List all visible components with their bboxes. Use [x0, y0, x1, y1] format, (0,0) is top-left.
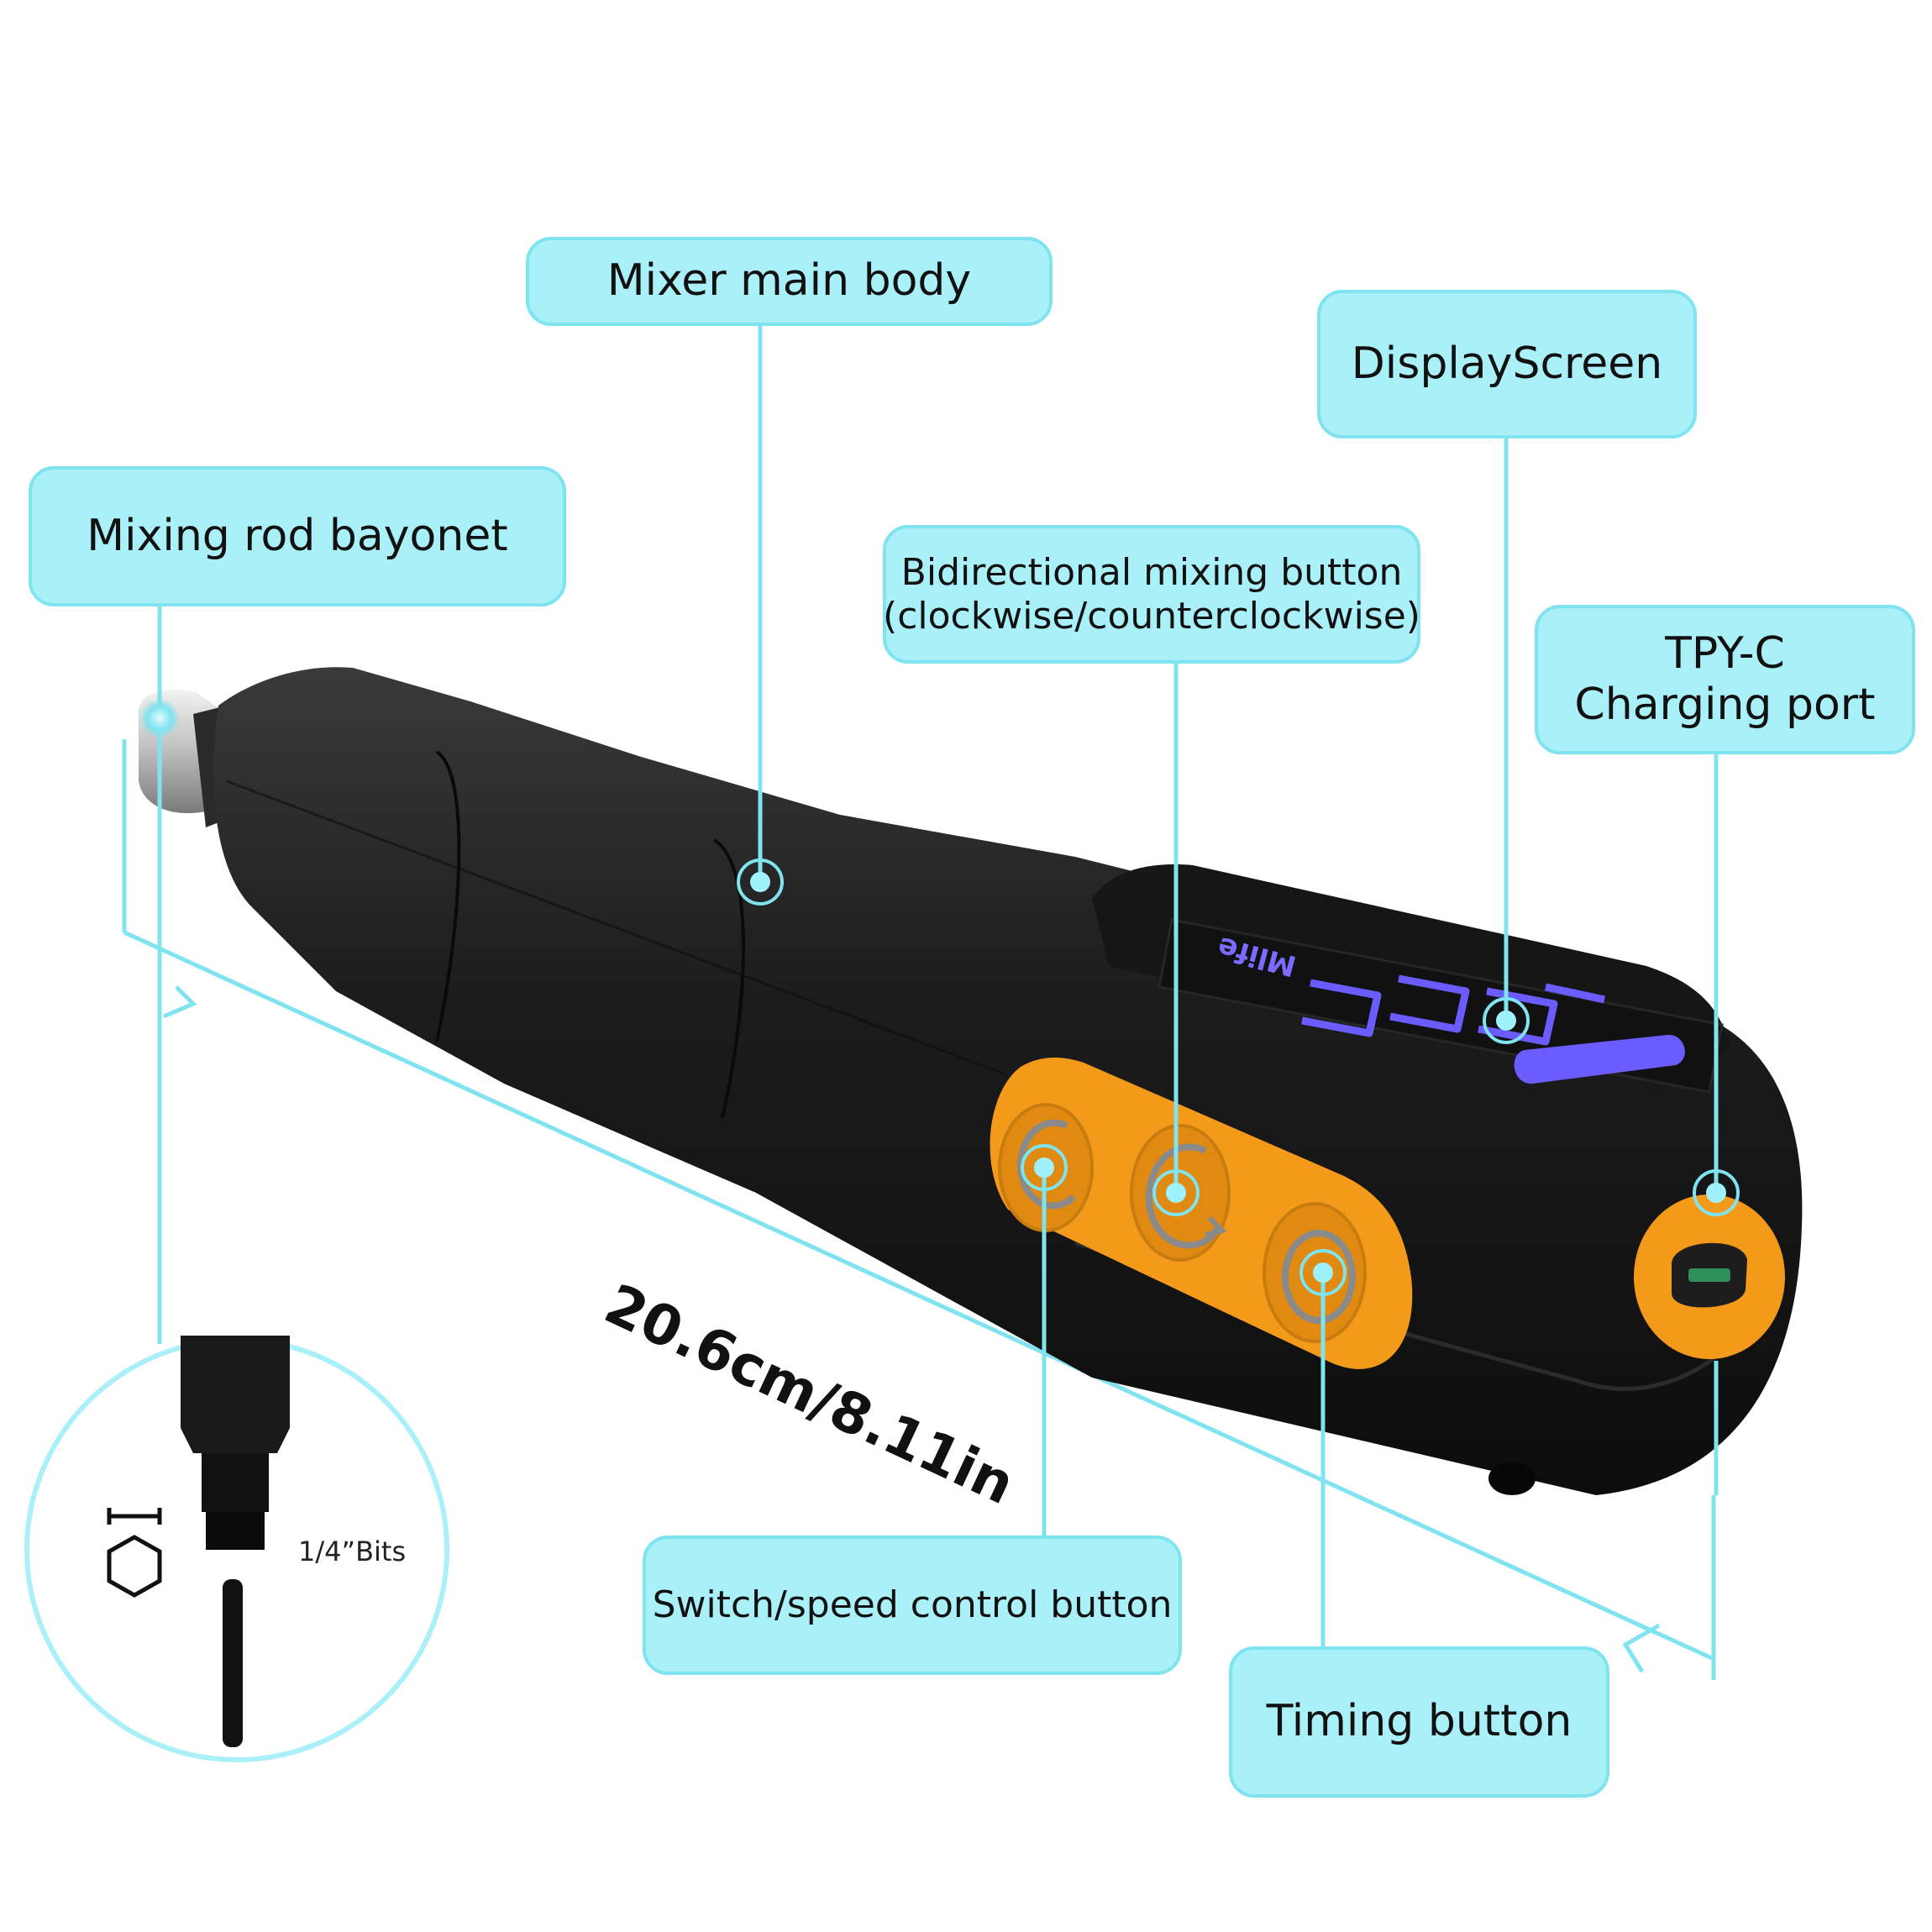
target-dot-switch: [1021, 1144, 1068, 1191]
callout-switch-speed-button: Switch/speed control button: [643, 1536, 1182, 1675]
hex-bit-icon: [107, 1508, 162, 1598]
bits-inset: [24, 1336, 449, 1762]
callout-display-screen-text: DisplayScreen: [1351, 338, 1663, 389]
target-dot-bayonet: [139, 698, 180, 738]
target-dot-main-body: [737, 858, 784, 906]
callout-bidirectional-button-text: Bidirectional mixing button (clockwise/c…: [883, 550, 1420, 638]
callout-mixing-rod-bayonet: Mixing rod bayonet: [29, 466, 566, 606]
target-dot-charging: [1693, 1169, 1740, 1216]
callout-charging-port: TPY-C Charging port: [1535, 605, 1915, 754]
display-screen: Mlife: [1158, 918, 1724, 1094]
target-dot-timing: [1299, 1249, 1347, 1296]
callout-timing-button: Timing button: [1229, 1646, 1609, 1798]
callout-charging-port-text: TPY-C Charging port: [1574, 627, 1876, 730]
bits-label: 1/4”Bits: [298, 1536, 407, 1567]
bayonet-closeup: [181, 1336, 290, 1747]
target-dot-bidirectional: [1152, 1169, 1200, 1216]
dimension-line: [122, 739, 1716, 1680]
callout-mixing-rod-bayonet-text: Mixing rod bayonet: [87, 510, 508, 561]
callout-timing-button-text: Timing button: [1266, 1696, 1572, 1747]
display-digits: [1301, 974, 1605, 1046]
callout-mixer-main-body-text: Mixer main body: [606, 255, 972, 307]
mixer-device: [138, 667, 1803, 1495]
usb-c-port-icon: [1634, 1194, 1785, 1359]
callout-bidirectional-button: Bidirectional mixing button (clockwise/c…: [883, 525, 1420, 664]
callout-display-screen: DisplayScreen: [1317, 290, 1697, 438]
callout-switch-speed-button-text: Switch/speed control button: [652, 1583, 1173, 1627]
callout-mixer-main-body: Mixer main body: [526, 237, 1053, 326]
target-dots: [139, 698, 1740, 1296]
target-dot-display: [1483, 997, 1530, 1044]
battery-icon: [1514, 1034, 1685, 1084]
